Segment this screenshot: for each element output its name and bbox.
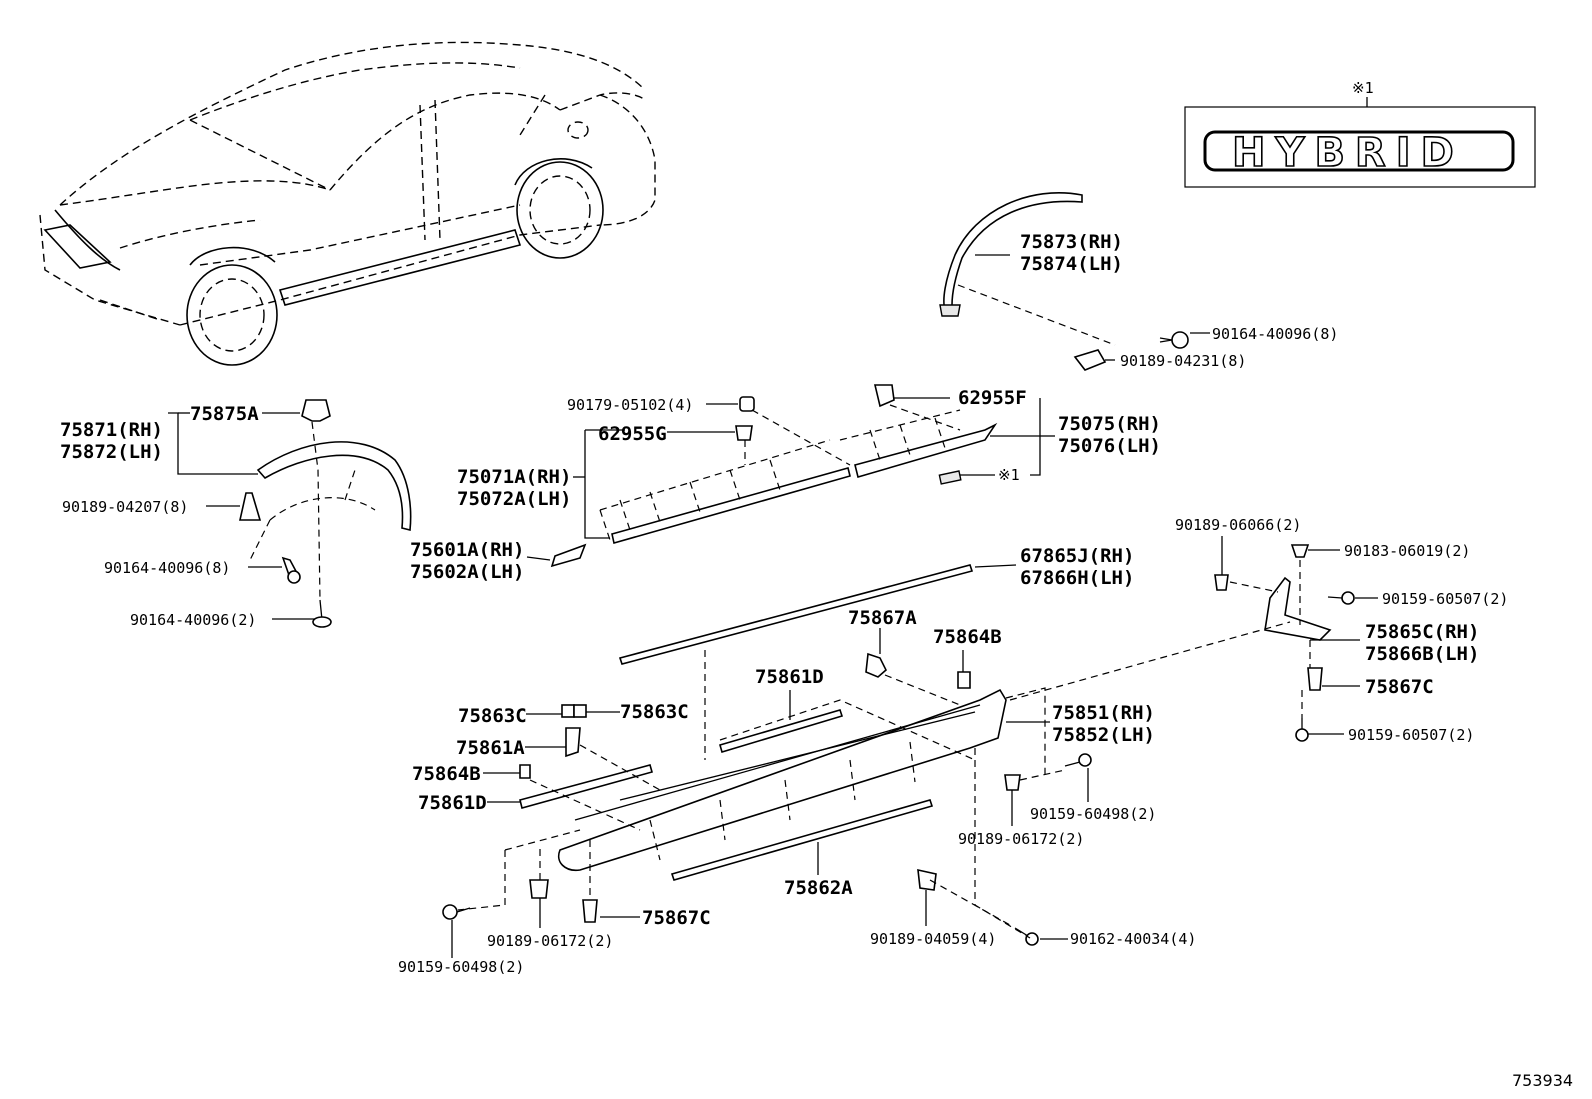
rocker-panel	[558, 688, 1007, 872]
lower-strip	[670, 799, 934, 881]
label-75867A: 75867A	[848, 607, 917, 629]
reference-number: 753934	[1512, 1071, 1573, 1090]
bolt-icon-90159-60507-bot	[1295, 718, 1309, 742]
part-labels: 75873(RH) 75874(LH) 90164-40096(8) 90189…	[60, 231, 1573, 1090]
sill-garnish-top	[719, 709, 844, 753]
car-illustration	[39, 41, 656, 366]
label-75075: 75075(RH)	[1058, 413, 1161, 435]
door-moulding-rear	[854, 422, 998, 479]
label-75867C-bottom: 75867C	[642, 907, 711, 929]
label-90162-40034: 90162-40034(4)	[1070, 930, 1196, 948]
label-75861D-top: 75861D	[755, 666, 824, 688]
label-75874: 75874(LH)	[1020, 253, 1123, 275]
clip-icon-75867C-right	[1307, 667, 1323, 691]
screw-icon-90162	[1014, 927, 1039, 946]
label-75864B-right: 75864B	[933, 626, 1002, 648]
clip-icon-75864B-right	[957, 671, 971, 689]
label-75872: 75872(LH)	[60, 441, 163, 463]
door-moulding-front	[611, 467, 851, 545]
nut-icon-90183	[1290, 544, 1310, 558]
label-90159-60498-right: 90159-60498(2)	[1030, 805, 1156, 823]
label-90189-06172-bottom: 90189-06172(2)	[487, 932, 613, 950]
label-90164-40096-8-top: 90164-40096(8)	[1212, 325, 1338, 343]
label-90159-60507-top: 90159-60507(2)	[1382, 590, 1508, 608]
label-75601A: 75601A(RH)	[410, 539, 524, 561]
label-90183-06019: 90183-06019(2)	[1344, 542, 1470, 560]
label-75863C-right: 75863C	[620, 701, 689, 723]
clip-icon-75867A	[865, 652, 887, 678]
label-90159-60498-bottom: 90159-60498(2)	[398, 958, 524, 976]
leader-lines	[168, 254, 1378, 958]
bolt-icon-90159-60498-bottom	[442, 904, 471, 920]
label-75864B-left: 75864B	[412, 763, 481, 785]
clip-icon-90189-04059	[917, 868, 937, 891]
label-75865C: 75865C(RH)	[1365, 621, 1479, 643]
label-67866H: 67866H(LH)	[1020, 567, 1134, 589]
clip-icon-90189-06172-right	[1004, 774, 1021, 791]
label-75863C-left: 75863C	[458, 705, 527, 727]
label-75602A: 75602A(LH)	[410, 561, 524, 583]
clip-icon-62955F	[873, 384, 895, 408]
label-90179-05102: 90179-05102(4)	[567, 396, 693, 414]
clip-icon-90189-04231	[1073, 349, 1107, 371]
label-90189-04059: 90189-04059(4)	[870, 930, 996, 948]
label-mark1: ※1	[998, 466, 1020, 484]
clip-icon-90189-06066	[1214, 574, 1229, 591]
label-90189-04231: 90189-04231(8)	[1120, 352, 1246, 370]
label-75866B: 75866B(LH)	[1365, 643, 1479, 665]
label-75867C-right: 75867C	[1365, 676, 1434, 698]
label-75852: 75852(LH)	[1052, 724, 1155, 746]
label-75871: 75871(RH)	[60, 419, 163, 441]
badge-text: HYBRID	[1232, 130, 1464, 176]
label-75875A: 75875A	[190, 403, 259, 425]
clip-icon-90189-06172-bottom	[529, 879, 549, 899]
label-90189-06172-right: 90189-06172(2)	[958, 830, 1084, 848]
weatherstrip	[618, 564, 974, 665]
sill-garnish-left	[519, 764, 653, 809]
screw-icon-90164-2	[312, 599, 332, 628]
label-75873: 75873(RH)	[1020, 231, 1123, 253]
label-75862A: 75862A	[784, 877, 853, 899]
front-arch-moulding	[256, 441, 412, 532]
clip-icon-75875A	[301, 399, 331, 422]
nut-icon-90179	[739, 396, 755, 412]
label-62955F: 62955F	[958, 387, 1027, 409]
bolt-icon-90159-60498-right	[1064, 753, 1092, 767]
label-75071A: 75071A(RH)	[457, 466, 571, 488]
label-62955G: 62955G	[598, 423, 667, 445]
label-75851: 75851(RH)	[1052, 702, 1155, 724]
label-67865J: 67865J(RH)	[1020, 545, 1134, 567]
label-90189-06066: 90189-06066(2)	[1175, 516, 1301, 534]
door-moulding-end	[550, 543, 587, 568]
clip-icon-75867C-bottom	[582, 899, 598, 923]
label-75072A: 75072A(LH)	[457, 488, 571, 510]
label-75861A: 75861A	[456, 737, 525, 759]
clip-icon-62955G	[735, 425, 753, 441]
label-90159-60507-bot: 90159-60507(2)	[1348, 726, 1474, 744]
label-75076: 75076(LH)	[1058, 435, 1161, 457]
label-75861D-left: 75861D	[418, 792, 487, 814]
screw-icon-90164-8	[281, 556, 301, 584]
bracket	[1264, 576, 1332, 641]
label-90164-40096-8: 90164-40096(8)	[104, 559, 230, 577]
screw-icon-90164-top	[1159, 331, 1189, 349]
clip-icon-90189-04207	[239, 492, 262, 521]
hybrid-badge: ※1 HYBRID	[1184, 79, 1536, 188]
label-90189-04207: 90189-04207(8)	[62, 498, 188, 516]
label-90164-40096-2: 90164-40096(2)	[130, 611, 256, 629]
part-shapes	[239, 192, 1355, 946]
bolt-icon-90159-60507-top	[1327, 591, 1355, 605]
badge-mark: ※1	[1352, 79, 1374, 97]
